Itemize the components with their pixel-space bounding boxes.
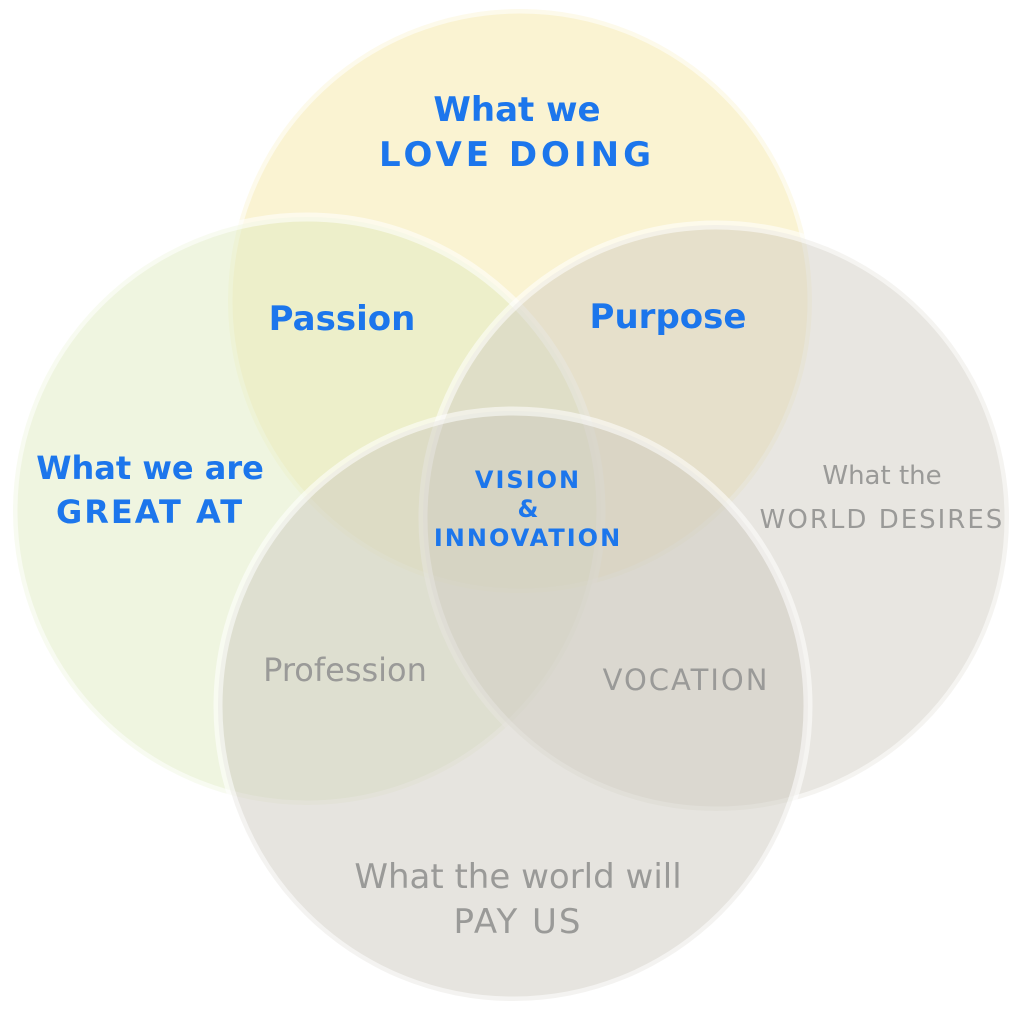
label-vocation: VOCATION	[602, 663, 770, 697]
label-pay-line-1: What the world will	[354, 857, 682, 897]
label-great-line-2: GREAT AT	[55, 493, 245, 531]
label-what-the-world-will-pay-us: What the world will PAY US	[354, 855, 681, 945]
label-desires-line-2: WORLD DESIRES	[759, 505, 1005, 535]
label-passion: Passion	[268, 299, 416, 339]
label-what-we-are-great-at: What we are GREAT AT	[36, 446, 264, 534]
label-profession: Profession	[263, 651, 427, 689]
label-desires-line-1: What the	[822, 461, 942, 491]
label-center-line-1: VISION	[474, 466, 582, 494]
label-love-line-2: LOVE DOING	[379, 135, 655, 175]
label-vision-and-innovation: VISION & INNOVATION	[434, 466, 622, 553]
label-what-we-love-doing: What we LOVE DOING	[379, 88, 655, 178]
label-center-line-2: &	[517, 495, 539, 523]
label-what-the-world-desires: What the WORLD DESIRES	[760, 454, 1005, 542]
label-love-line-1: What we	[433, 90, 601, 130]
circle-pay-us	[213, 406, 813, 1006]
label-purpose: Purpose	[589, 297, 747, 337]
label-pay-line-2: PAY US	[453, 902, 583, 942]
label-great-line-1: What we are	[36, 449, 264, 487]
label-center-line-3: INNOVATION	[433, 524, 623, 552]
